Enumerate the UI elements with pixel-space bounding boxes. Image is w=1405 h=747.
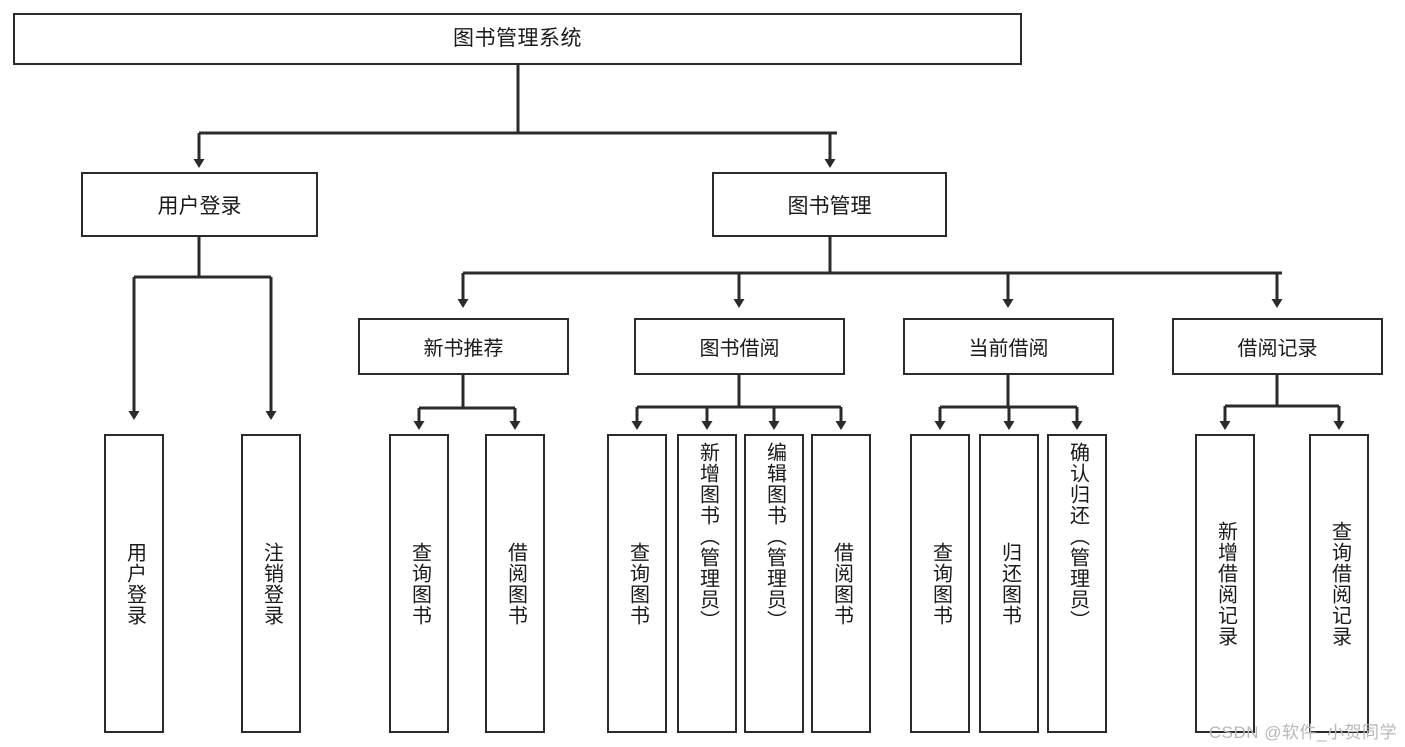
leaf-query-book-current[interactable]: 查询图书 [910, 434, 970, 733]
node-user-login-label: 用户登录 [157, 194, 242, 218]
node-new-book-recommend-label: 新书推荐 [423, 338, 504, 360]
watermark: CSDN @软件_小贺同学 [1208, 723, 1397, 742]
leaf-query-borrow-record-label: 查询借阅记录 [1328, 520, 1351, 647]
leaf-query-borrow-record[interactable]: 查询借阅记录 [1309, 434, 1369, 733]
node-current-borrow-label: 当前借阅 [968, 338, 1049, 360]
leaf-query-book-borrow-label: 查询图书 [626, 541, 649, 626]
node-root-label: 图书管理系统 [453, 27, 582, 51]
leaf-edit-book-admin[interactable]: 编辑图书（管理员） [744, 434, 804, 733]
leaf-return-book[interactable]: 归还图书 [979, 434, 1039, 733]
leaf-add-borrow-record-label: 新增借阅记录 [1214, 520, 1237, 647]
leaf-logout-label: 注销登录 [260, 541, 283, 626]
leaf-confirm-return-admin-label: 确认归还（管理员） [1066, 442, 1089, 631]
node-borrow-record[interactable]: 借阅记录 [1172, 318, 1383, 375]
node-book-borrow-label: 图书借阅 [699, 338, 780, 360]
leaf-borrow-book[interactable]: 借阅图书 [811, 434, 871, 733]
leaf-query-book-recommend[interactable]: 查询图书 [389, 434, 449, 733]
leaf-edit-book-admin-label: 编辑图书（管理员） [763, 442, 786, 631]
leaf-logout[interactable]: 注销登录 [241, 434, 301, 733]
leaf-query-book-current-label: 查询图书 [929, 541, 952, 626]
leaf-query-book-recommend-label: 查询图书 [408, 541, 431, 626]
node-root[interactable]: 图书管理系统 [13, 13, 1022, 65]
leaf-query-book-borrow[interactable]: 查询图书 [607, 434, 667, 733]
leaf-borrow-book-label: 借阅图书 [830, 541, 853, 626]
leaf-add-borrow-record[interactable]: 新增借阅记录 [1195, 434, 1255, 733]
leaf-borrow-book-recommend[interactable]: 借阅图书 [485, 434, 545, 733]
leaf-add-book-admin[interactable]: 新增图书（管理员） [677, 434, 737, 733]
leaf-user-login-label: 用户登录 [123, 541, 146, 626]
node-book-management-label: 图书管理 [787, 194, 872, 218]
node-borrow-record-label: 借阅记录 [1237, 338, 1318, 360]
leaf-borrow-book-recommend-label: 借阅图书 [504, 541, 527, 626]
node-book-management[interactable]: 图书管理 [712, 172, 947, 237]
leaf-return-book-label: 归还图书 [998, 541, 1021, 626]
node-new-book-recommend[interactable]: 新书推荐 [358, 318, 569, 375]
leaf-confirm-return-admin[interactable]: 确认归还（管理员） [1047, 434, 1107, 733]
leaf-add-book-admin-label: 新增图书（管理员） [696, 442, 719, 631]
node-user-login[interactable]: 用户登录 [81, 172, 318, 237]
node-current-borrow[interactable]: 当前借阅 [903, 318, 1114, 375]
leaf-user-login[interactable]: 用户登录 [104, 434, 164, 733]
node-book-borrow[interactable]: 图书借阅 [634, 318, 845, 375]
